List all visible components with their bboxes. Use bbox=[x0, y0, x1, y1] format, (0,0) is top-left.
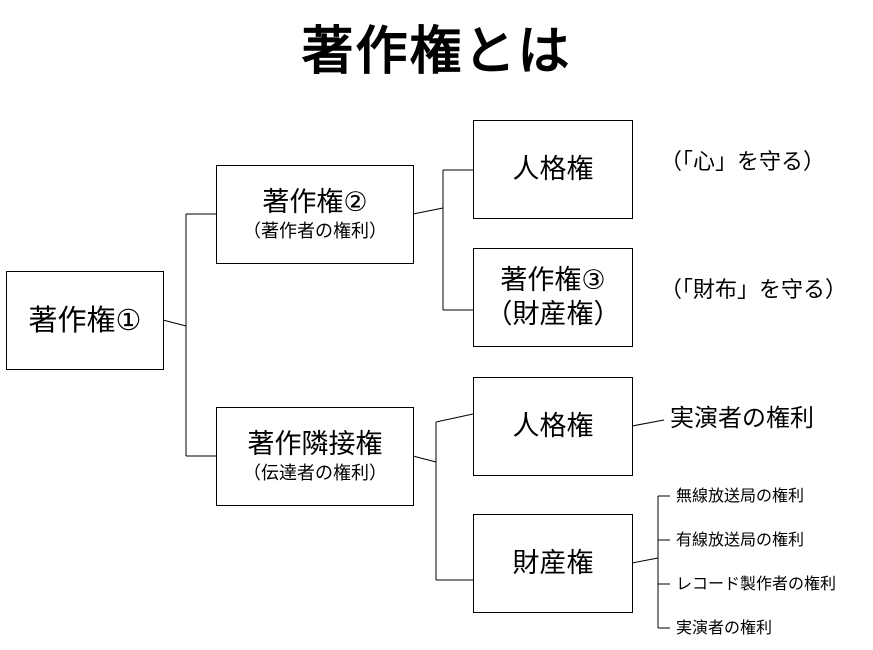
personality-rights-label-1: 人格権 bbox=[512, 153, 594, 185]
copyright3-label: 著作権③ bbox=[500, 264, 606, 296]
leaf-record-producer: レコード製作者の権利 bbox=[676, 574, 837, 593]
personality-rights-label-2: 人格権 bbox=[512, 410, 594, 442]
note-protects-wallet: （「財布」を守る） bbox=[660, 278, 848, 303]
property-rights-box: 財産権 bbox=[473, 514, 633, 613]
connector-copyright-stub bbox=[412, 207, 444, 215]
copyright-sub-label: （著作者の権利） bbox=[243, 220, 387, 242]
leaf-cable-broadcaster: 有線放送局の権利 bbox=[676, 530, 805, 549]
neighboring-rights-box: 著作隣接権 （伝達者の権利） bbox=[216, 407, 414, 506]
personality-rights-box-2: 人格権 bbox=[473, 377, 633, 476]
connector-neighboring-stub bbox=[412, 455, 437, 463]
root-box: 著作権① bbox=[6, 271, 164, 370]
root-label: 著作権① bbox=[28, 303, 142, 338]
neighboring-rights-label: 著作隣接権 bbox=[247, 428, 383, 460]
copyright3-sub-label: （財産権） bbox=[485, 298, 621, 330]
copyright3-box: 著作権③ （財産権） bbox=[473, 248, 633, 347]
leaf-wireless-broadcaster: 無線放送局の権利 bbox=[676, 486, 805, 505]
property-rights-label: 財産権 bbox=[512, 547, 594, 579]
copyright-box: 著作権② （著作者の権利） bbox=[216, 165, 414, 264]
neighboring-rights-sub-label: （伝達者の権利） bbox=[243, 462, 387, 484]
personality-rights-box-1: 人格権 bbox=[473, 120, 633, 219]
page-title: 著作権とは bbox=[301, 22, 572, 82]
leaf-performer: 実演者の権利 bbox=[676, 618, 773, 637]
connector-to-performer-note bbox=[631, 419, 665, 427]
copyright-label: 著作権② bbox=[262, 186, 368, 218]
note-performer-rights: 実演者の権利 bbox=[670, 404, 814, 432]
connector-to-personality-2 bbox=[435, 413, 474, 423]
note-protects-heart: （「心」を守る） bbox=[660, 150, 826, 175]
connector-root-stub bbox=[162, 319, 187, 327]
connector-property-stub bbox=[631, 557, 659, 564]
